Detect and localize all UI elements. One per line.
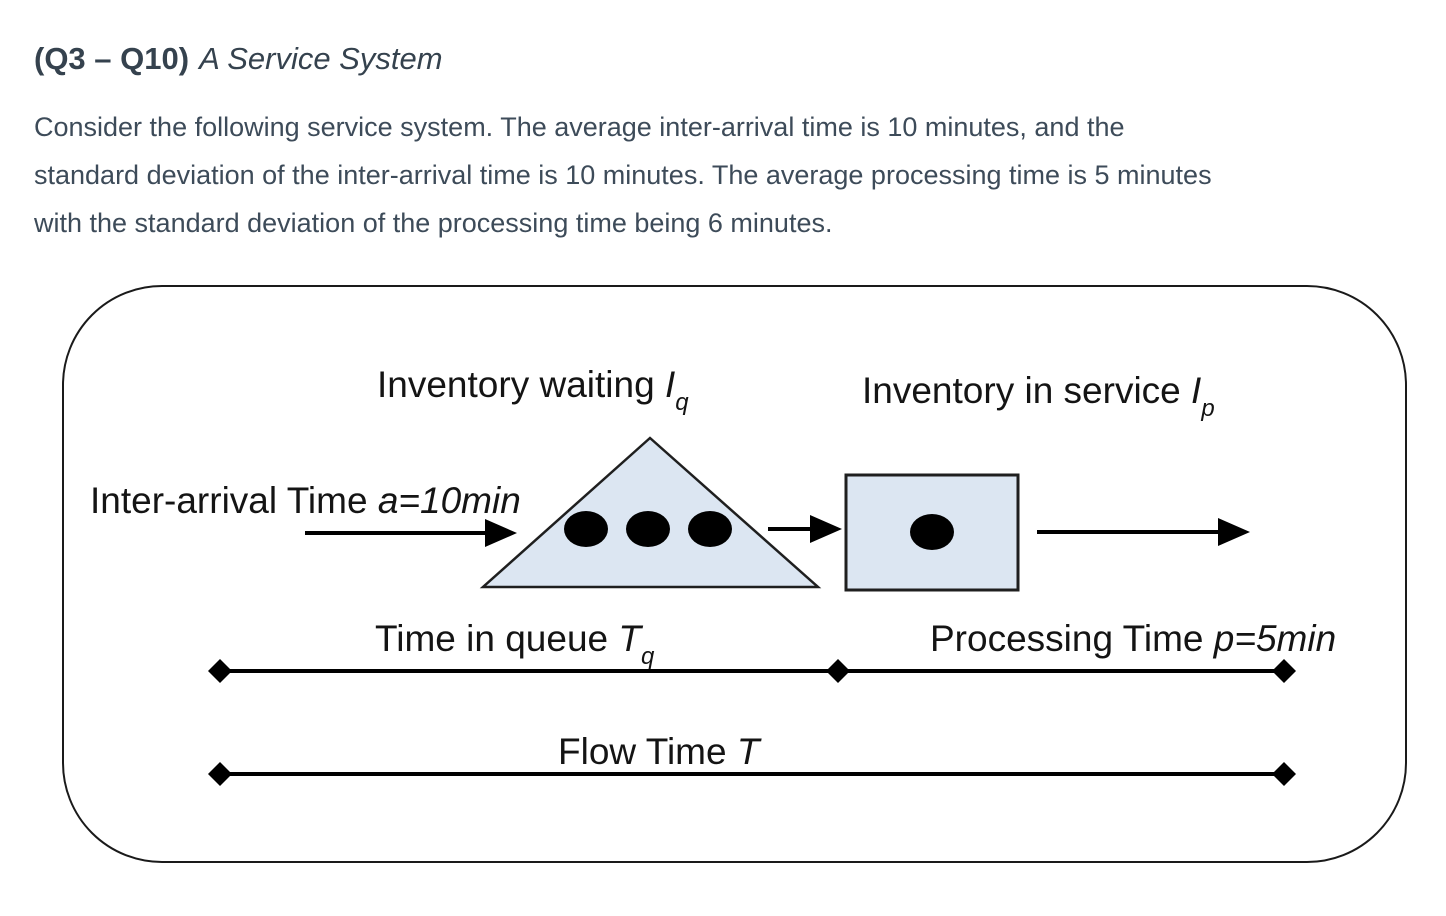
label-text: Processing Time	[930, 618, 1214, 659]
label-text: Inventory waiting	[377, 364, 665, 405]
intro-line: with the standard deviation of the proce…	[34, 208, 833, 238]
math-symbol: I	[664, 364, 676, 405]
flow-time-span	[208, 762, 1296, 786]
label-text: Inter-arrival Time	[90, 480, 378, 521]
inventory-dot	[688, 511, 732, 547]
math-subscript: q	[640, 643, 655, 670]
label-text: Flow Time	[558, 731, 737, 772]
label-text: Inventory in service	[862, 370, 1192, 411]
queue-dots	[564, 511, 732, 547]
label-inter-arrival-time: Inter-arrival Time a=10min	[90, 481, 521, 521]
label-time-in-queue: Time in queue Tq	[375, 619, 654, 677]
service-dots	[910, 514, 954, 550]
label-processing-time: Processing Time p=5min	[930, 619, 1336, 659]
math-value: a=10min	[377, 480, 521, 521]
label-inventory-waiting: Inventory waiting Iq	[377, 365, 689, 423]
departure-arrow	[1037, 518, 1250, 546]
label-inventory-in-service: Inventory in service Ip	[862, 371, 1215, 429]
math-symbol: T	[618, 618, 641, 659]
math-symbol: T	[736, 731, 760, 772]
service-system-diagram: Inventory waiting Iq Inventory in servic…	[62, 285, 1407, 863]
label-flow-time: Flow Time T	[558, 732, 759, 772]
title-prefix: (Q3 – Q10)	[34, 41, 190, 76]
queue-to-service-arrow	[768, 515, 842, 543]
math-value: p=5min	[1213, 618, 1337, 659]
arrival-arrow	[305, 519, 517, 547]
math-subscript: p	[1201, 395, 1215, 422]
math-subscript: q	[675, 389, 689, 416]
inventory-dot	[910, 514, 954, 550]
diagram-canvas	[208, 436, 1296, 786]
title-name: A Service System	[199, 41, 443, 76]
math-symbol: I	[1191, 370, 1202, 411]
label-text: Time in queue	[375, 618, 619, 659]
intro-line: Consider the following service system. T…	[34, 112, 1125, 142]
page-title: (Q3 – Q10) A Service System	[34, 40, 443, 78]
processing-time-span	[838, 659, 1296, 683]
inventory-dot	[626, 511, 670, 547]
intro-paragraph: Consider the following service system. T…	[34, 103, 1434, 247]
inventory-dot	[564, 511, 608, 547]
intro-line: standard deviation of the inter-arrival …	[34, 160, 1212, 190]
